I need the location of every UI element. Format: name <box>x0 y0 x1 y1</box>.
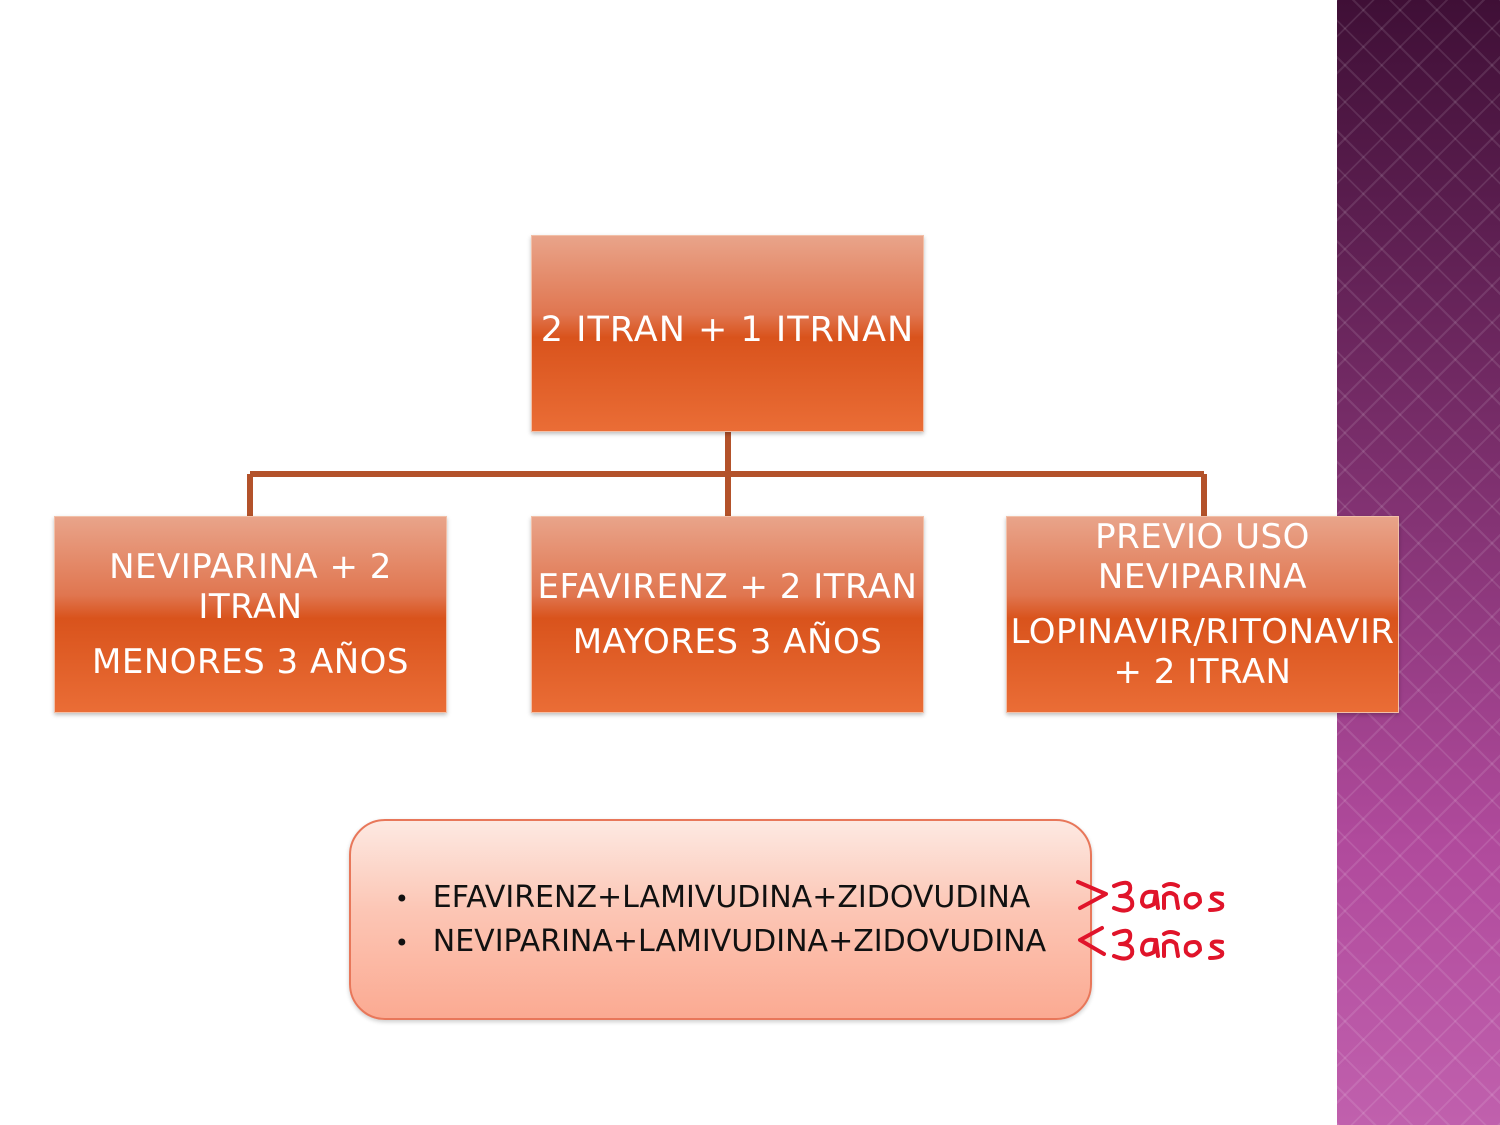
child-node-title: NEVIPARINA + 2 ITRAN <box>109 547 392 628</box>
child-node-title: PREVIO USO NEVIPARINA <box>1095 517 1310 598</box>
handwritten-less-than-3-years <box>1078 926 1225 961</box>
child-node-previo-uso: PREVIO USO NEVIPARINA LOPINAVIR/RITONAVI… <box>1006 516 1399 713</box>
root-node: 2 ITRAN + 1 ITRNAN <box>531 235 924 432</box>
child-node-subtitle: MAYORES 3 AÑOS <box>572 621 883 662</box>
child-node-efavirenz: EFAVIRENZ + 2 ITRAN MAYORES 3 AÑOS <box>531 516 924 713</box>
child-node-subtitle: LOPINAVIR/RITONAVIR + 2 ITRAN <box>1010 611 1395 692</box>
root-node-label: 2 ITRAN + 1 ITRNAN <box>540 309 915 350</box>
regimen-item: EFAVIRENZ+LAMIVUDINA+ZIDOVUDINA <box>395 876 1046 920</box>
regimen-callout: EFAVIRENZ+LAMIVUDINA+ZIDOVUDINA NEVIPARI… <box>349 819 1092 1020</box>
handwritten-annotations <box>1076 880 1225 961</box>
handwritten-greater-than-3-years <box>1076 880 1225 913</box>
regimen-item: NEVIPARINA+LAMIVUDINA+ZIDOVUDINA <box>395 920 1046 964</box>
decorative-sidebar <box>1337 0 1500 1125</box>
child-node-neviparina: NEVIPARINA + 2 ITRAN MENORES 3 AÑOS <box>54 516 447 713</box>
regimen-list: EFAVIRENZ+LAMIVUDINA+ZIDOVUDINA NEVIPARI… <box>395 876 1046 963</box>
child-node-subtitle: MENORES 3 AÑOS <box>92 641 409 682</box>
child-node-title: EFAVIRENZ + 2 ITRAN <box>537 567 918 608</box>
